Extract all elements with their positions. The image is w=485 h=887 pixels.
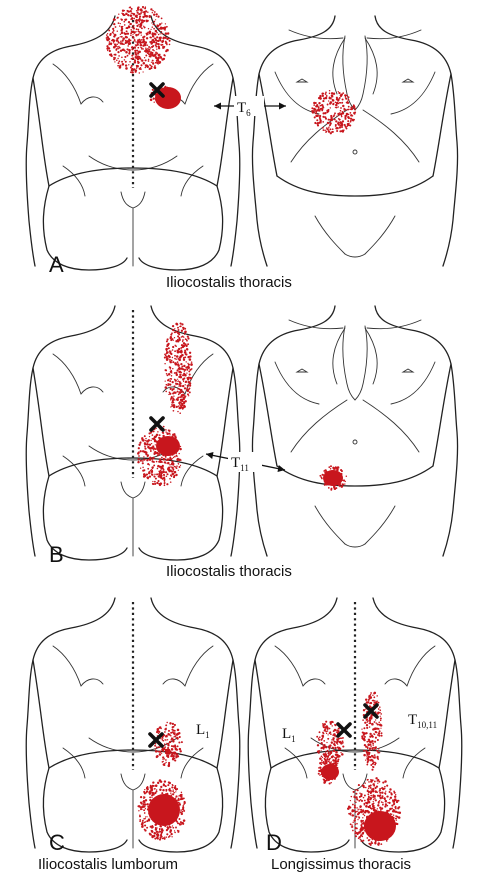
segment-label-d-right: T10,11 [408, 712, 437, 730]
back-figure-a [25, 14, 241, 272]
segment-label-b: T11 [231, 455, 249, 473]
trigger-core-b [156, 436, 180, 456]
panel-b: T11 B [25, 304, 459, 567]
double-arrow-icon: T11 [205, 452, 286, 473]
front-core-b [323, 470, 343, 486]
panel-letter-d: D [266, 830, 282, 855]
x-mark-icon [149, 416, 165, 432]
trigger-core-c [148, 794, 180, 826]
caption-panel-a: Iliocostalis thoracis [166, 274, 292, 291]
panel-letter-a: A [49, 252, 64, 277]
front-figure-b [251, 305, 459, 557]
segment-label-c: L1 [196, 722, 210, 740]
panel-c: L1 C [25, 596, 241, 855]
x-mark-icon [336, 722, 352, 738]
caption-panel-c: Iliocostalis lumborum [38, 856, 179, 873]
segment-label-d-left: L1 [282, 726, 296, 744]
referral-zone-a-front [311, 89, 357, 135]
back-figure-c [25, 596, 241, 854]
panel-d: L1 T10,11 D [247, 596, 463, 855]
caption-panel-b: Iliocostalis thoracis [166, 563, 292, 580]
panel-letter-c: C [49, 830, 65, 855]
caption-panel-d: Longissimus thoracis [271, 856, 412, 873]
referral-zone-b-back [137, 322, 193, 487]
panel-a: T6 A [25, 5, 459, 277]
panel-letter-b: B [49, 542, 64, 567]
front-figure-a [251, 15, 459, 267]
segment-label-a: T6 [237, 100, 251, 118]
back-figure-b [25, 304, 241, 562]
trigger-core-d-left [321, 764, 339, 780]
trigger-core-d-right [364, 811, 396, 841]
double-arrow-icon: T6 [214, 96, 286, 118]
